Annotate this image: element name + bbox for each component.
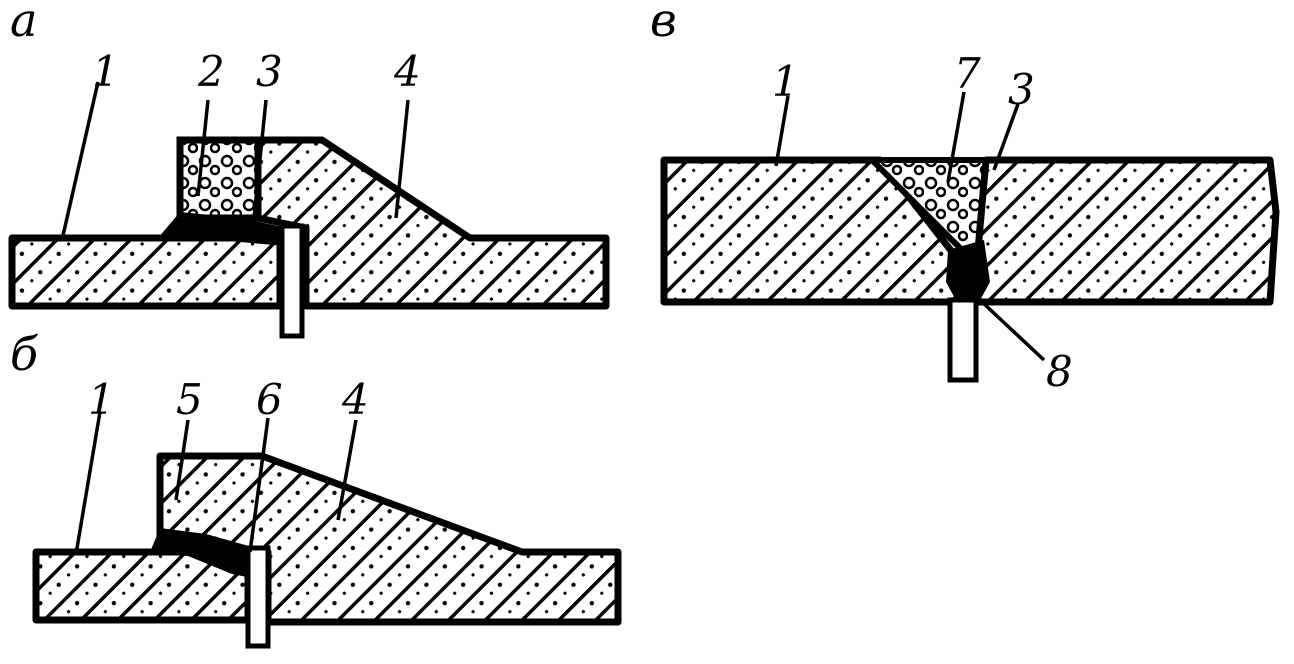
panel-v-leader-1 <box>774 95 790 167</box>
panel-v-callout-3: 3 <box>1008 65 1035 114</box>
panel-v-right-plate <box>974 156 1280 306</box>
panel-v-weld-root <box>946 240 990 304</box>
panel-v-leader-3 <box>992 103 1020 171</box>
panel-v-callout-1: 1 <box>772 57 799 106</box>
panel-a-insert <box>176 136 262 222</box>
panel-a-gap <box>279 223 305 339</box>
panel-a-leader-3 <box>252 99 268 219</box>
panel-a-leader-4 <box>394 99 410 219</box>
panel-b-callout-4: 4 <box>341 375 369 424</box>
panel-v-leader-7 <box>946 91 966 183</box>
panel-v-leader-8 <box>980 300 1046 362</box>
panel-a-part-4 <box>254 136 610 310</box>
panel-v-callout-8: 8 <box>1046 347 1073 396</box>
panel-b-callout-6: 6 <box>256 375 283 424</box>
panel-a-callout-2: 2 <box>197 47 225 96</box>
panel-b: б 1 5 6 4 <box>10 327 622 649</box>
panel-a-callout-3: 3 <box>256 47 283 96</box>
panel-b-callout-5: 5 <box>176 375 203 424</box>
panel-a-base-plate <box>8 234 284 310</box>
panel-v: в 1 7 3 8 <box>650 0 1280 396</box>
panel-a-callout-4: 4 <box>393 47 421 96</box>
panel-b-callout-1: 1 <box>88 375 115 424</box>
panel-a-label: а <box>10 0 37 47</box>
panel-b-leader-6 <box>248 417 270 553</box>
panel-b-label: б <box>10 327 39 381</box>
panel-a-leader-1 <box>60 81 100 241</box>
panel-b-weld-bead <box>150 528 270 580</box>
panel-a-callout-1: 1 <box>92 47 119 96</box>
panel-v-callout-7: 7 <box>954 49 981 98</box>
panel-a-weld-bead <box>158 212 288 246</box>
panel-b-gap <box>245 545 271 649</box>
panel-b-leader-4 <box>336 419 358 521</box>
panel-b-leader-1 <box>74 411 102 555</box>
panel-v-gap <box>947 297 979 383</box>
panel-a: а 1 2 3 4 <box>8 0 610 339</box>
panel-a-leader-2 <box>196 99 210 197</box>
panel-b-leader-5 <box>174 419 190 501</box>
panel-v-label: в <box>650 0 677 47</box>
